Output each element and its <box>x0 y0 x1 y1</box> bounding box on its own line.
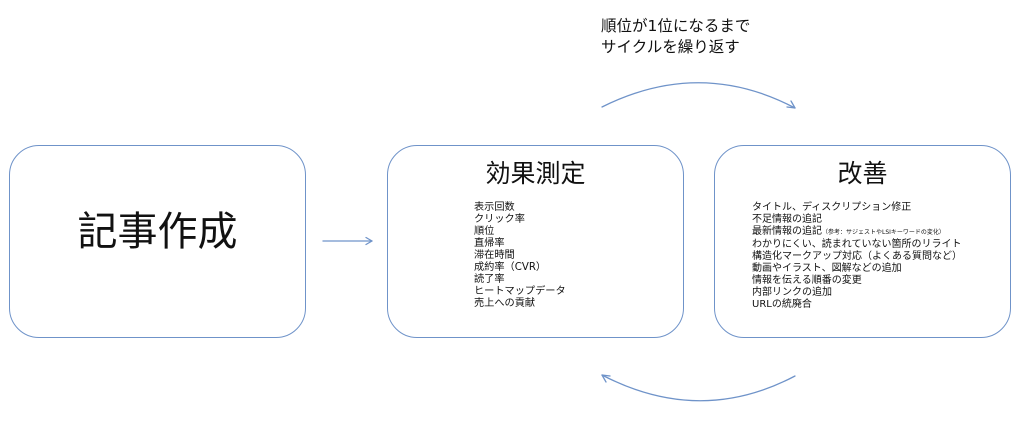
list-item: 読了率 <box>474 274 505 285</box>
list-item: ヒートマップデータ <box>474 286 566 297</box>
list-item-note: （参考：サジェストやLSIキーワードの変化） <box>822 229 945 236</box>
curved-arrow-top-icon <box>601 82 796 109</box>
list-item: 直帰率 <box>474 238 505 249</box>
list-item: 不足情報の追記 <box>752 214 822 225</box>
cycle-label-line1: 順位が1位になるまで <box>601 17 751 35</box>
improvement-title: 改善 <box>837 159 888 188</box>
measurement-metrics-list: 表示回数 クリック率 順位 直帰率 滞在時間 成約率（CVR） 読了率 ヒートマ… <box>474 202 566 310</box>
curved-arrow-bottom-icon <box>601 374 796 402</box>
list-item: 情報を伝える順番の変更 <box>752 275 862 286</box>
cycle-label: 順位が1位になるまで サイクルを繰り返す <box>601 16 750 58</box>
list-item: 売上への貢献 <box>474 298 536 309</box>
list-item: 成約率（CVR） <box>474 262 547 273</box>
article-creation-box: 記事作成 <box>9 145 306 338</box>
list-item: 最新情報の追記（参考：サジェストやLSIキーワードの変化） <box>752 226 962 239</box>
cycle-label-line2: サイクルを繰り返す <box>601 38 740 56</box>
list-item: タイトル、ディスクリプション修正 <box>752 202 912 213</box>
list-item: わかりにくい、読まれていない箇所のリライト <box>752 239 962 250</box>
list-item: クリック率 <box>474 214 525 225</box>
list-item: 表示回数 <box>474 202 515 213</box>
effect-measurement-box: 効果測定 表示回数 クリック率 順位 直帰率 滞在時間 成約率（CVR） 読了率… <box>387 145 684 338</box>
list-item: 滞在時間 <box>474 250 515 261</box>
list-item: 順位 <box>474 226 495 237</box>
improvement-actions-list: タイトル、ディスクリプション修正 不足情報の追記 最新情報の追記（参考：サジェス… <box>752 202 962 311</box>
improvement-box: 改善 タイトル、ディスクリプション修正 不足情報の追記 最新情報の追記（参考：サ… <box>714 145 1011 338</box>
list-item: 動画やイラスト、図解などの追加 <box>752 263 902 274</box>
list-item: 内部リンクの追加 <box>752 287 832 298</box>
list-item: URLの統廃合 <box>752 299 812 310</box>
list-item-text: 最新情報の追記 <box>752 226 822 237</box>
effect-measurement-title: 効果測定 <box>485 159 586 188</box>
article-creation-title: 記事作成 <box>77 209 238 255</box>
right-arrow-icon <box>322 236 373 246</box>
list-item: 構造化マークアップ対応（よくある質問など） <box>752 251 962 262</box>
